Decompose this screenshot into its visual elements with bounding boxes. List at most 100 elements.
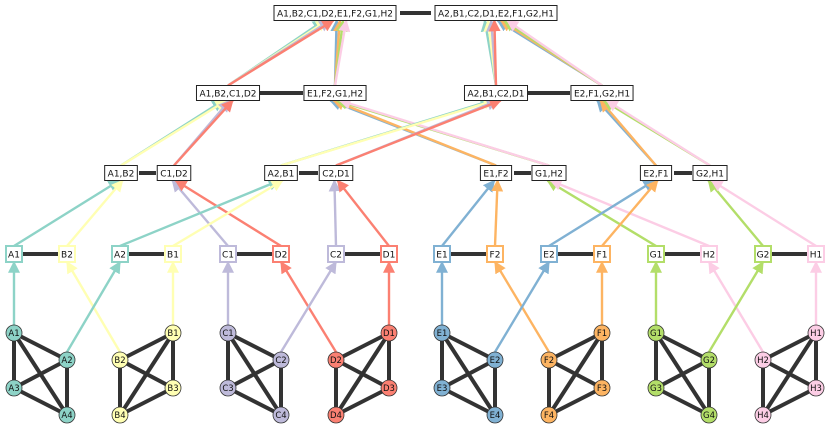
box-node-f1: F1 [593, 245, 611, 263]
merged-node-label: A1,B2,C1,D2,E1,F2,G1,H2 [277, 9, 393, 19]
merged-node-label: E2,F1,G2,H1 [574, 89, 630, 99]
circle-node-g4: G4 [700, 406, 718, 424]
arrow-c2-to-box [279, 260, 338, 353]
merged-node-label: E1,F2 [483, 169, 508, 179]
arrow-f1-to-e2-f1 [601, 179, 659, 247]
box-node-label: D1 [383, 250, 396, 260]
arrow-e2-to-box [493, 260, 551, 353]
box-node-d1: D1 [380, 245, 398, 263]
box-node-label: A2 [114, 250, 126, 260]
arrow-a2-to-box [65, 260, 122, 353]
box-node-label: F1 [597, 250, 608, 260]
merged-node-g2-h1: G2,H1 [692, 165, 728, 181]
box-node-label: D2 [275, 250, 288, 260]
edge-d2-d3 [335, 358, 390, 390]
circle-node-label: A1 [8, 329, 19, 339]
circle-node-e4: E4 [486, 406, 504, 424]
circle-node-label: H2 [757, 356, 769, 366]
arrow-g2-to-g2-h1 [707, 179, 764, 247]
circle-node-label: B3 [167, 384, 178, 394]
edge-a1-a2 [13, 331, 68, 362]
edge-d3-d4 [335, 386, 390, 417]
merged-node-c1-d2: C1,D2 [156, 165, 192, 181]
merged-node-a2-b1-c2-d1-e2-f1-g2-h1: A2,B1,C2,D1,E2,F1,G2,H1 [434, 5, 558, 21]
circle-node-label: G3 [650, 384, 662, 394]
box-node-a1: A1 [5, 245, 23, 263]
circle-node-label: A3 [8, 384, 19, 394]
circle-node-f3: F3 [593, 379, 611, 397]
circle-node-h4: H4 [754, 406, 772, 424]
edge-b2-b3 [119, 358, 174, 390]
merged-node-g1-h2: G1,H2 [531, 165, 567, 181]
box-node-g2: G2 [754, 245, 772, 263]
circle-node-label: H4 [757, 411, 769, 421]
arrow-layer [7, 19, 822, 353]
circle-node-label: F4 [544, 411, 554, 421]
circle-node-label: C1 [222, 329, 233, 339]
circle-node-f2: F2 [540, 351, 558, 369]
arrow-a2-b1-b1-to-a2-b1-c2-d1 [280, 97, 496, 167]
circle-node-a1: A1 [5, 324, 23, 342]
box-node-label: G1 [650, 250, 663, 260]
circle-node-d4: D4 [327, 406, 345, 424]
circle-node-b2: B2 [111, 351, 129, 369]
merged-node-label: E2,F1 [643, 169, 668, 179]
edge-c3-c4 [227, 386, 282, 417]
merged-node-label: A1,B2,C1,D2 [199, 89, 256, 99]
circle-node-c2: C2 [272, 351, 290, 369]
box-node-label: B2 [61, 250, 73, 260]
merged-node-a1-b2-c1-d2: A1,B2,C1,D2 [195, 85, 261, 101]
arrow-e2-to-e2-f1 [548, 179, 656, 248]
circle-node-g2: G2 [700, 351, 718, 369]
merged-node-label: E1,F2,G1,H2 [307, 89, 363, 99]
merged-node-a1-b2-c1-d2-e1-f2-g1-h2: A1,B2,C1,D2,E1,F2,G1,H2 [273, 5, 397, 21]
box-node-label: C1 [222, 250, 234, 260]
arrow-f2-to-e1-f2 [491, 179, 504, 247]
edge-h1-h2 [762, 331, 817, 362]
edge-g1-g2 [655, 331, 710, 362]
circle-node-h1: H1 [807, 324, 825, 342]
edge-b1-b2 [119, 331, 174, 362]
circle-node-label: A2 [61, 356, 72, 366]
circle-node-label: G4 [703, 411, 715, 421]
edge-g2-g3 [655, 358, 710, 390]
edge-a3-a4 [13, 386, 68, 417]
edge-f2-f3 [548, 358, 603, 390]
box-node-g1: G1 [647, 245, 665, 263]
box-node-b1: B1 [164, 245, 182, 263]
circle-node-h2: H2 [754, 351, 772, 369]
merged-node-label: A2,B1,C2,D1,E2,F1,G2,H1 [438, 9, 554, 19]
box-node-c2: C2 [327, 245, 345, 263]
merged-node-e1-f2-g1-h2: E1,F2,G1,H2 [303, 85, 367, 101]
arrow-e2-f1-g2-h1-h1-to-a2-b1-c2-d1-e2-f1-g2-h1 [506, 19, 603, 87]
pair-edge-layer [22, 11, 808, 256]
box-node-e2: E2 [540, 245, 558, 263]
circle-node-label: B1 [167, 329, 178, 339]
arrow-g2-h1-h1-to-e2-f1-g2-h1 [605, 99, 711, 167]
circle-node-label: F3 [597, 384, 607, 394]
edge-h3-h4 [762, 386, 817, 417]
arrow-c2-to-c2-d1 [328, 179, 341, 247]
circle-node-label: G2 [703, 356, 715, 366]
edge-b3-b4 [119, 386, 174, 417]
merged-node-label: G1,H2 [535, 169, 563, 179]
box-node-h1: H1 [807, 245, 825, 263]
edge-e2-e3 [441, 358, 496, 390]
merged-node-label: A2,B1,C2,D1 [467, 89, 524, 99]
merged-node-c2-d1: C2,D1 [318, 165, 354, 181]
box-node-label: C2 [330, 250, 342, 260]
edge-f1-f2 [548, 331, 603, 362]
circle-node-label: G1 [650, 329, 662, 339]
arrow-e1-f2-g1-h2-h2-to-a1-b2-c1-d2-e1-f2-g1-h2 [333, 19, 351, 86]
merged-node-label: A1,B2 [108, 169, 135, 179]
box-node-label: B1 [167, 250, 179, 260]
circle-node-d2: D2 [327, 351, 345, 369]
arrow-a2-b1-c2-d1-d1-to-a2-b1-c2-d1-e2-f1-g2-h1 [488, 19, 501, 86]
circle-node-f1: F1 [593, 324, 611, 342]
arrow-g2-to-box [707, 260, 765, 353]
box-node-label: H2 [703, 250, 716, 260]
arrow-h1-to-g2-h1 [710, 179, 817, 248]
circle-node-label: H1 [810, 329, 822, 339]
box-node-label: H1 [810, 250, 823, 260]
circle-node-c1: C1 [219, 324, 237, 342]
